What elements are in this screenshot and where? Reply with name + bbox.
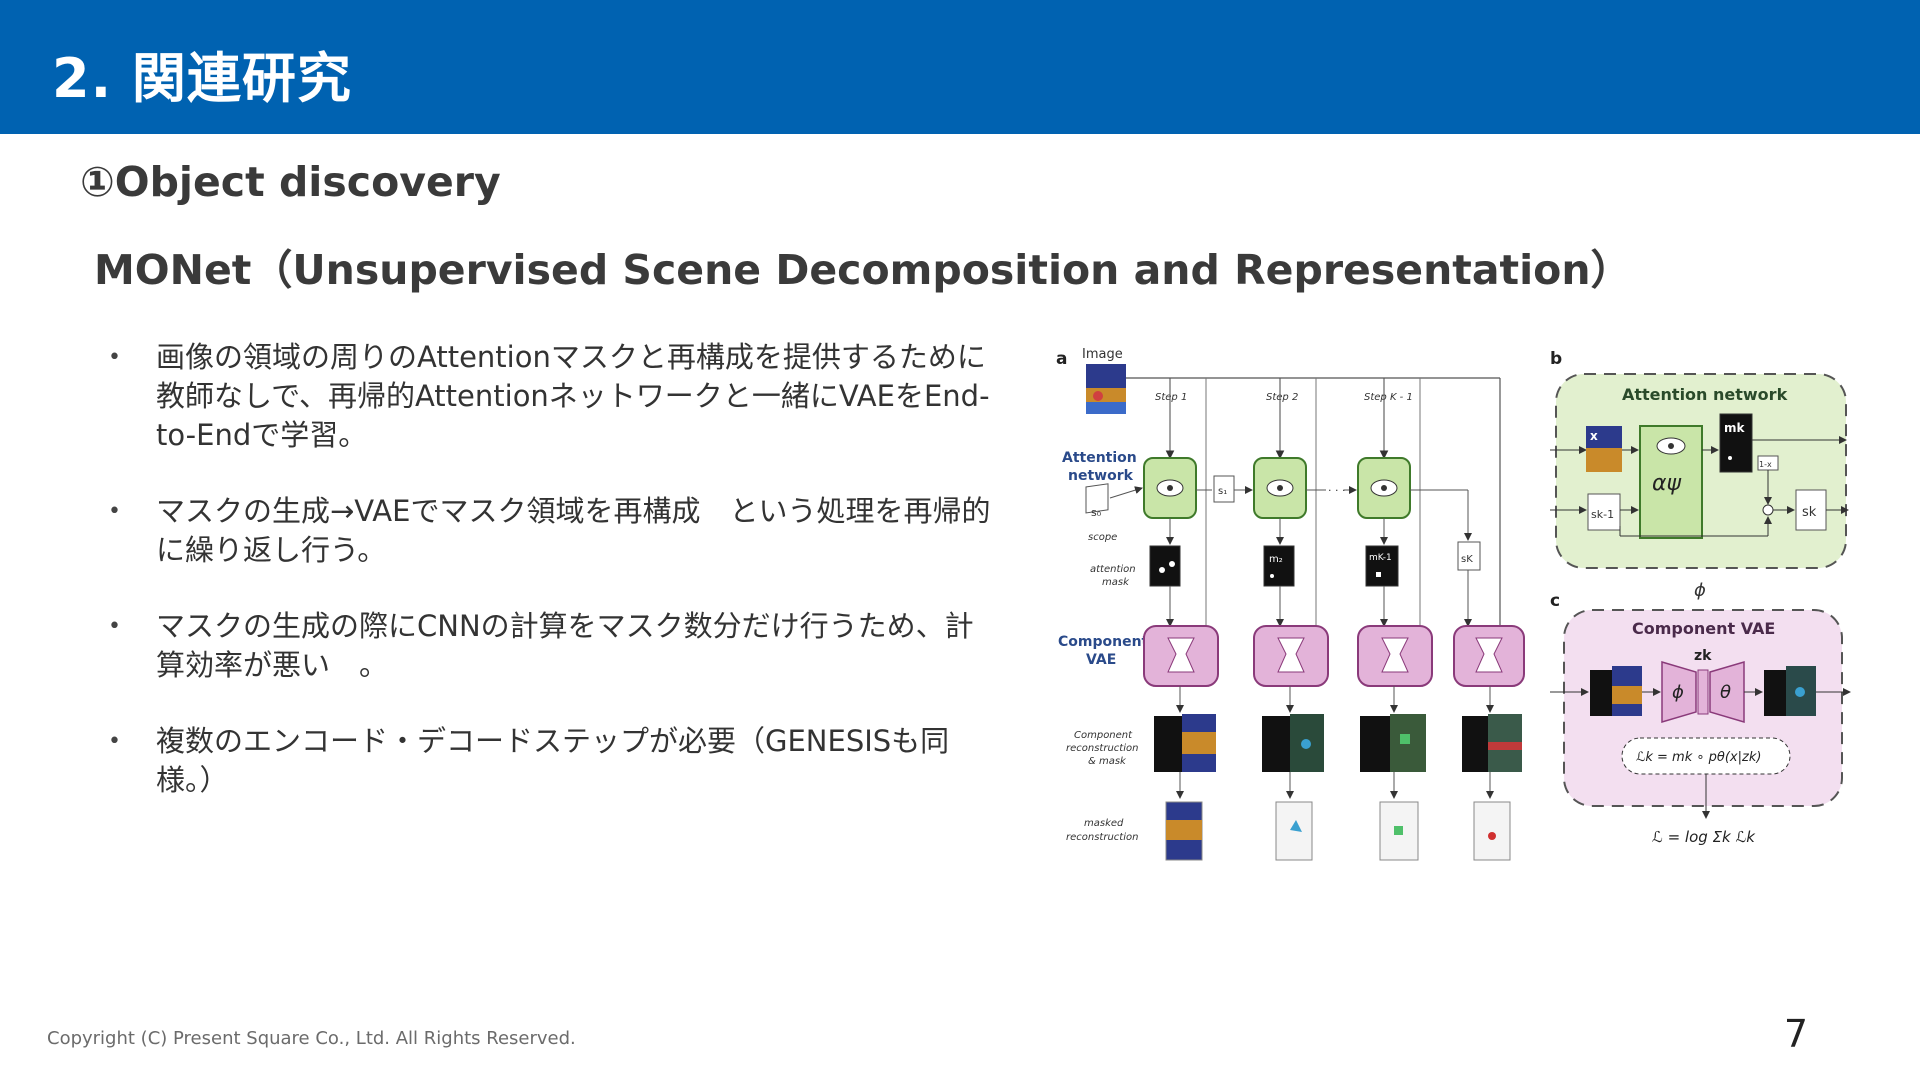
bullet-icon: • xyxy=(108,499,121,524)
panel-b: b Attention network x sk-1 αψ mk xyxy=(1550,349,1849,569)
component-recon-2 xyxy=(1262,714,1324,772)
latent-zk-label: zk xyxy=(1694,648,1712,664)
m2-label: m₂ xyxy=(1269,554,1283,565)
slide-title: 2. 関連研究 xyxy=(52,47,352,110)
attention-mask-1 xyxy=(1149,545,1181,587)
phi-param-label: ϕ xyxy=(1694,580,1706,601)
header-bar: 2. 関連研究 xyxy=(0,0,1920,134)
component-recon-k-1 xyxy=(1360,714,1426,772)
list-item: • マスクの生成の際にCNNの計算をマスク数分だけ行うため、計算効率が悪い 。 xyxy=(100,607,1000,685)
panel-a: a Image Step 1 Step 2 Step K - 1 Attenti… xyxy=(1056,347,1525,861)
bullet-text: マスクの生成→VAEでマスク領域を再構成 という処理を再帰的に繰り返し行う。 xyxy=(156,494,991,567)
attention-block-k-1 xyxy=(1357,457,1411,519)
vae-block-2 xyxy=(1253,625,1329,687)
attention-mask-label-2: mask xyxy=(1102,577,1130,588)
b-mk-dot xyxy=(1728,456,1732,460)
step-2-label: Step 2 xyxy=(1266,392,1298,403)
component-recon-k xyxy=(1462,714,1522,772)
loss-total-formula: ℒ = log Σk ℒk xyxy=(1652,828,1756,846)
comp-recon-label-2: reconstruction xyxy=(1066,743,1138,754)
sk-box xyxy=(1457,541,1481,571)
comp-recon-label-1: Component xyxy=(1074,730,1133,741)
s1-label: s₁ xyxy=(1218,486,1227,497)
alpha-psi-label: αψ xyxy=(1652,471,1682,496)
list-item: • 複数のエンコード・デコードステップが必要（GENESISも同様。） xyxy=(100,722,1000,800)
image-label: Image xyxy=(1082,347,1123,362)
alpha-eye-pupil xyxy=(1668,443,1674,449)
monet-figure: a Image Step 1 Step 2 Step K - 1 Attenti… xyxy=(1050,340,1860,880)
attention-block-1 xyxy=(1143,457,1197,519)
input-image-thumbnail xyxy=(1086,364,1126,414)
attention-network-title: Attention network xyxy=(1622,385,1788,404)
panel-a-label: a xyxy=(1056,349,1067,369)
scope-s0-box xyxy=(1085,483,1109,514)
step-k-1-label: Step K - 1 xyxy=(1364,392,1413,403)
sub-heading: MONet（Unsupervised Scene Decomposition a… xyxy=(94,246,1632,294)
masked-recon-1 xyxy=(1165,801,1203,861)
bullet-icon: • xyxy=(108,729,121,754)
one-minus-label: 1-x xyxy=(1759,460,1772,469)
bullet-list: • 画像の領域の周りのAttentionマスクと再構成を提供するために教師なしで… xyxy=(100,338,1000,837)
decoder-theta-label: θ xyxy=(1720,682,1731,703)
attention-mask-2: m₂ xyxy=(1263,545,1295,587)
latent-zk-bar xyxy=(1697,669,1709,715)
mk-1-label: mK-1 xyxy=(1369,553,1392,563)
b-mk-mask xyxy=(1719,413,1753,473)
masked-recon-label-1: masked xyxy=(1084,818,1124,829)
b-mk-label: mk xyxy=(1724,421,1746,435)
encoder-phi-block xyxy=(1661,660,1697,724)
s1-box xyxy=(1213,475,1235,503)
s0-to-attn-1-arrow xyxy=(1109,486,1143,499)
b-input-image: x xyxy=(1586,426,1622,472)
comp-recon-label-3: & mask xyxy=(1088,756,1127,767)
multiply-icon xyxy=(1762,504,1774,516)
page-number: 7 xyxy=(1783,1012,1808,1056)
masked-recon-k-1 xyxy=(1379,801,1419,861)
c-input-mask-image xyxy=(1590,666,1642,716)
component-vae-label-2: VAE xyxy=(1086,652,1116,668)
bullet-icon: • xyxy=(108,614,121,639)
panel-c: c ϕ Component VAE ϕ zk θ xyxy=(1550,580,1851,846)
b-sk-minus-box xyxy=(1587,493,1621,531)
attention-network-label-1: Attention xyxy=(1062,450,1137,466)
bullet-text: 複数のエンコード・デコードステップが必要（GENESISも同様。） xyxy=(156,724,950,797)
section-heading: ①Object discovery xyxy=(80,158,501,206)
decoder-theta-block xyxy=(1709,660,1745,724)
component-vae-title: Component VAE xyxy=(1632,619,1775,638)
monet-diagram: a Image Step 1 Step 2 Step K - 1 Attenti… xyxy=(1056,347,1851,861)
list-item: • マスクの生成→VAEでマスク領域を再構成 という処理を再帰的に繰り返し行う。 xyxy=(100,492,1000,570)
attention-mask-label-1: attention xyxy=(1090,564,1136,575)
vae-block-k-1 xyxy=(1357,625,1433,687)
attention-block-2 xyxy=(1253,457,1307,519)
masked-recon-2 xyxy=(1275,801,1313,861)
sk-label: sK xyxy=(1461,554,1473,565)
bullet-text: 画像の領域の周りのAttentionマスクと再構成を提供するために教師なしで、再… xyxy=(156,340,990,452)
b-sk-minus-label: sk-1 xyxy=(1591,508,1614,521)
masked-recon-k xyxy=(1473,801,1511,861)
masked-recon-label-2: reconstruction xyxy=(1066,832,1138,843)
loss-k-formula: ℒk = mk ∘ pθ(x|zk) xyxy=(1636,750,1761,765)
footer-copyright: Copyright (C) Present Square Co., Ltd. A… xyxy=(47,1028,576,1049)
bullet-icon: • xyxy=(108,345,121,370)
scope-label: scope xyxy=(1088,532,1117,543)
c-output-mask-image xyxy=(1764,666,1816,716)
attention-network-label-2: network xyxy=(1068,468,1134,484)
step-1-label: Step 1 xyxy=(1155,392,1187,403)
s0-label: s₀ xyxy=(1091,506,1102,519)
b-x-label: x xyxy=(1590,429,1598,443)
vae-block-1 xyxy=(1143,625,1219,687)
bullet-text: マスクの生成の際にCNNの計算をマスク数分だけ行うため、計算効率が悪い 。 xyxy=(156,609,974,682)
attention-mask-k-1: mK-1 xyxy=(1365,545,1399,587)
component-recon-1 xyxy=(1154,714,1216,772)
vae-block-k xyxy=(1453,625,1525,687)
component-vae-label-1: Component xyxy=(1058,634,1149,650)
panel-b-label: b xyxy=(1550,349,1562,369)
b-sk-box xyxy=(1795,489,1827,531)
encoder-phi-label: ϕ xyxy=(1672,682,1684,703)
list-item: • 画像の領域の周りのAttentionマスクと再構成を提供するために教師なしで… xyxy=(100,338,1000,455)
ellipsis-dots: · · · xyxy=(1328,484,1345,497)
panel-c-label: c xyxy=(1550,591,1560,611)
b-sk-label: sk xyxy=(1802,505,1817,520)
